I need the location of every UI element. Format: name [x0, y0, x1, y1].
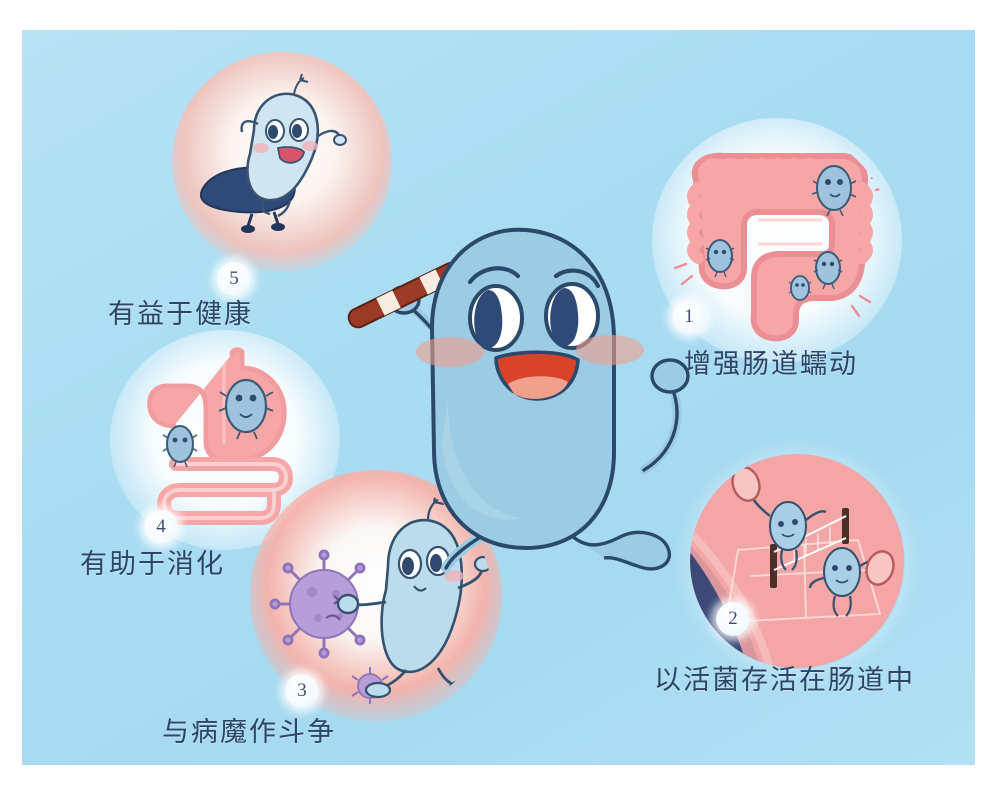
mascot-right-arm [639, 358, 690, 475]
badge-1: 1 [672, 300, 706, 334]
badge-2: 2 [716, 602, 750, 636]
caption-4: 有助于消化 [80, 549, 225, 580]
poster-canvas: 5 有益于健康 [22, 30, 975, 765]
bacterium-2b [808, 547, 895, 617]
bacterium-1c [813, 251, 843, 290]
bacterium-5 [240, 73, 347, 218]
intestine-icon [157, 457, 293, 525]
mascot-face [416, 266, 644, 401]
badge-3: 3 [285, 674, 319, 708]
bacterium-1b [705, 239, 735, 278]
scene-1-colon [662, 128, 892, 353]
badge-5: 5 [217, 262, 251, 296]
caption-1: 增强肠道蠕动 [684, 349, 858, 380]
bacterium-4a [218, 378, 274, 440]
caption-5: 有益于健康 [108, 299, 253, 330]
bacterium-1d [788, 275, 812, 301]
caption-3: 与病魔作斗争 [162, 717, 336, 748]
bacterium-2a [731, 466, 827, 571]
probiotic-mascot [322, 200, 712, 600]
scene-4-stomach [120, 340, 330, 540]
badge-4: 4 [144, 510, 178, 544]
bacterium-1a [811, 165, 857, 217]
scene-2-gut-tennis [690, 454, 905, 669]
bacterium-4b [162, 425, 198, 468]
scene-5-skateboard [182, 62, 382, 262]
caption-2: 以活菌存活在肠道中 [654, 665, 915, 696]
